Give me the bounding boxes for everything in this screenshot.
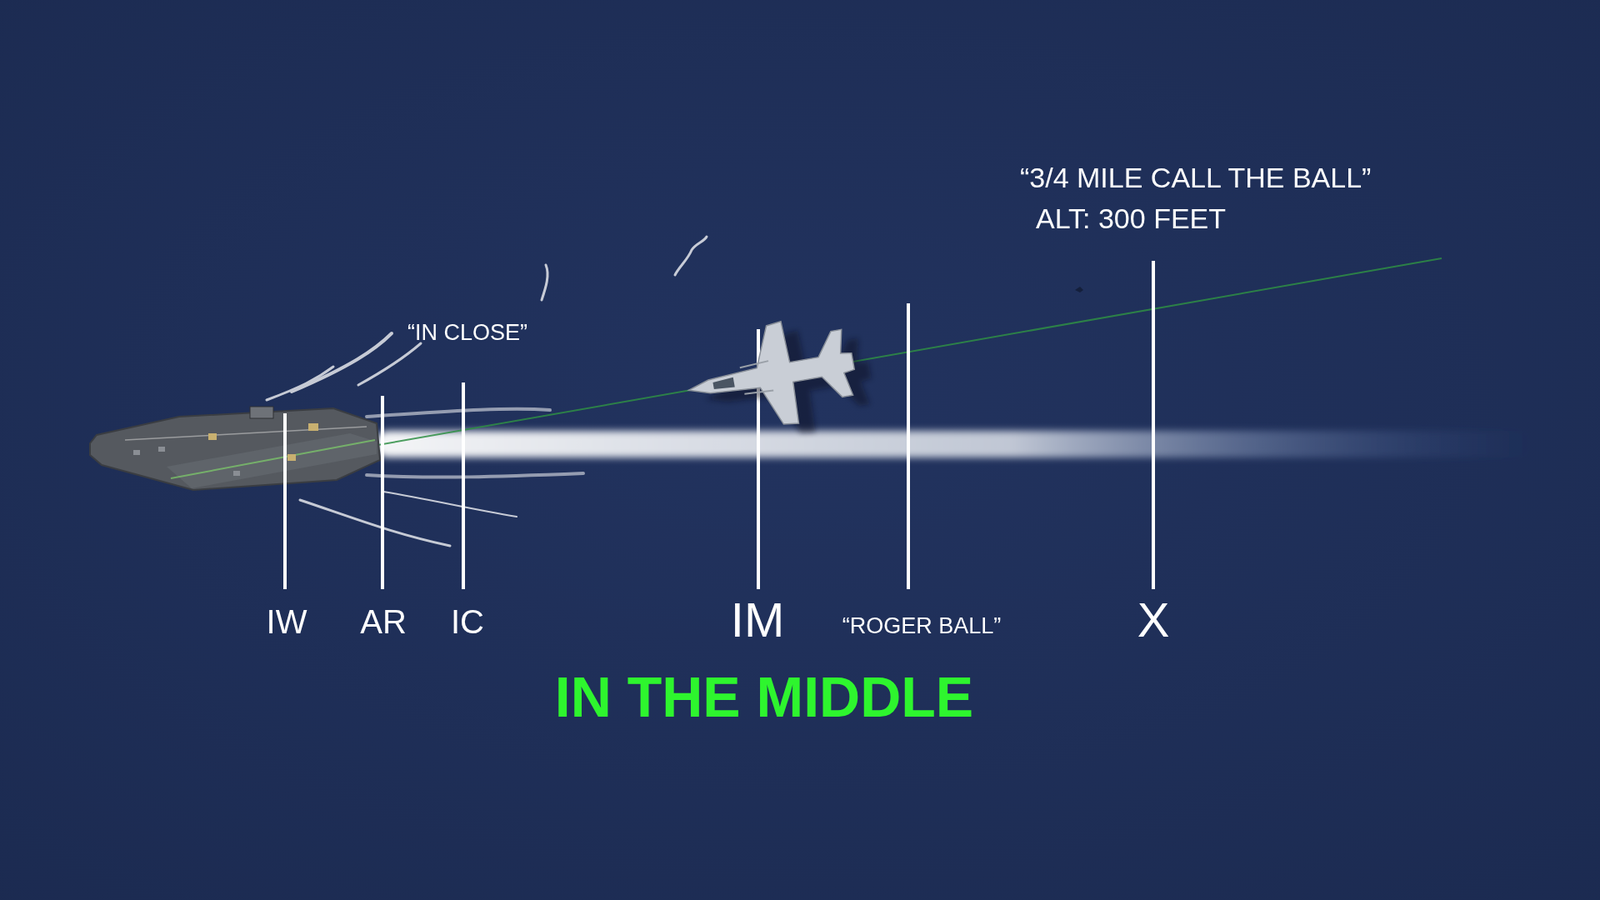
station-label: IM — [730, 593, 785, 647]
ship-wake — [375, 430, 1534, 458]
spray — [266, 236, 707, 546]
phase-heading: IN THE MIDDLE — [555, 665, 974, 729]
radio-call: “3/4 MILE CALL THE BALL” — [1020, 162, 1371, 194]
radio-call: “IN CLOSE” — [407, 320, 528, 346]
station-label: IC — [450, 603, 485, 640]
radio-call: “ROGER BALL” — [842, 614, 1002, 640]
aircraft-carrier — [90, 406, 380, 490]
station-label: X — [1137, 593, 1170, 647]
altitude-note: ALT: 300 FEET — [1035, 203, 1226, 235]
station-label: AR — [360, 603, 407, 640]
station-lines — [285, 260, 1154, 590]
station-label: IW — [266, 603, 308, 640]
jet-aircraft — [680, 307, 880, 453]
